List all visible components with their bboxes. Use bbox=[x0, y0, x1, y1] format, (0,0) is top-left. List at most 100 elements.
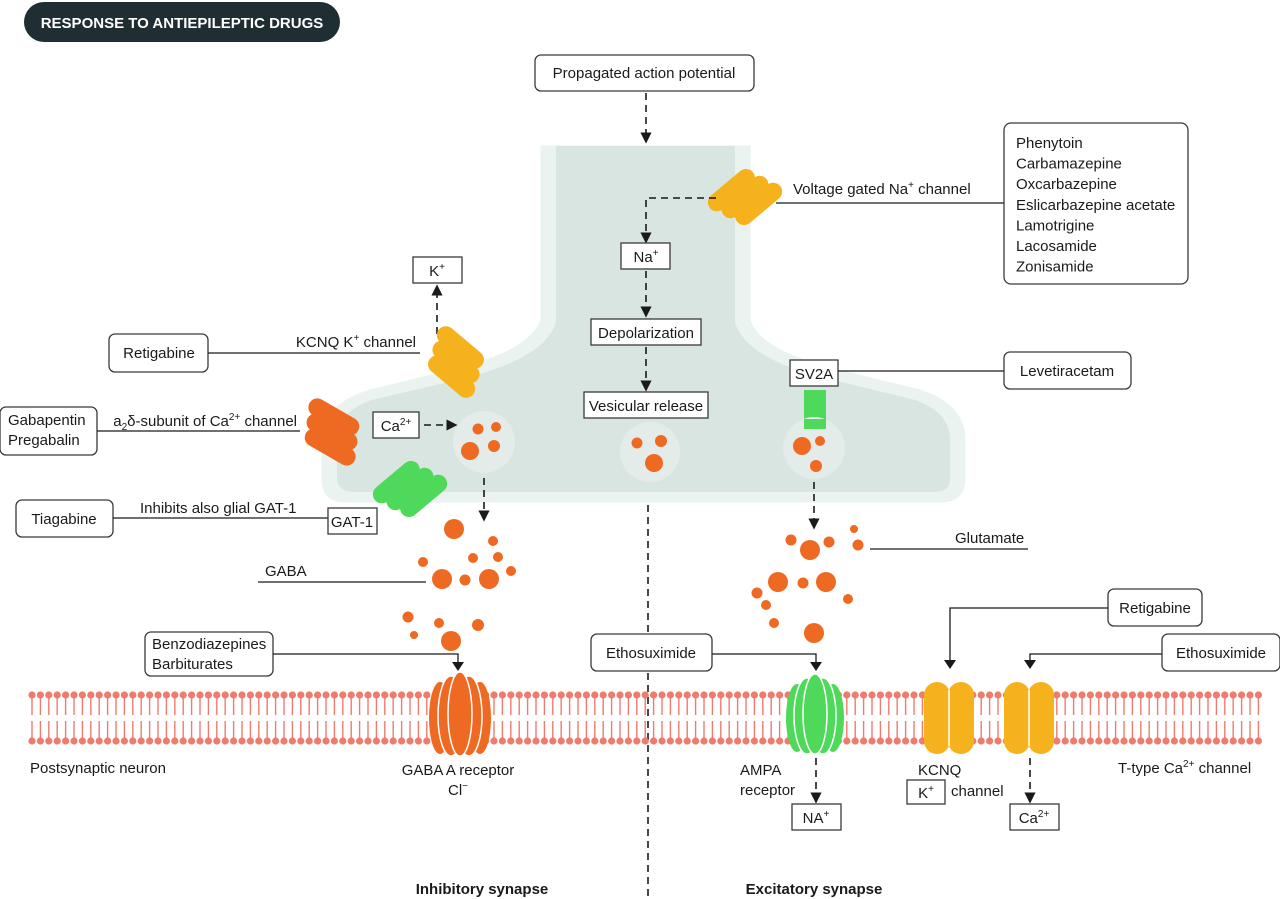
phospholipid bbox=[78, 691, 86, 745]
gaba-label: GABA bbox=[265, 563, 307, 580]
ethosuximide-ttype-label: Ethosuximide bbox=[1176, 645, 1266, 662]
phospholipid bbox=[599, 691, 607, 745]
phospholipid bbox=[423, 691, 431, 745]
phospholipid bbox=[507, 691, 515, 745]
phospholipid bbox=[347, 691, 355, 745]
phospholipid bbox=[692, 691, 700, 745]
kcnq-channel-post-label: channel bbox=[951, 783, 1004, 800]
barbiturates-label: Barbiturates bbox=[152, 656, 233, 673]
ethosuximide-ampa-box bbox=[590, 633, 713, 672]
phospholipid bbox=[162, 691, 170, 745]
phospholipid bbox=[314, 691, 322, 745]
title-banner: RESPONSE TO ANTIEPILEPTIC DRUGS bbox=[24, 2, 340, 42]
na-blockers-box bbox=[1003, 122, 1189, 285]
phospholipid bbox=[683, 691, 691, 745]
phospholipid bbox=[557, 691, 565, 745]
phospholipid bbox=[742, 691, 750, 745]
na-channel-icon bbox=[707, 168, 783, 226]
gaba-a-receptor-label: GABA A receptor bbox=[402, 762, 515, 779]
phospholipid bbox=[238, 691, 246, 745]
ca-out-label: Ca2+ bbox=[1019, 809, 1050, 827]
ethosuximide-ttype-box bbox=[1161, 633, 1280, 672]
phospholipid bbox=[414, 691, 422, 745]
phospholipid bbox=[574, 691, 582, 745]
postsynaptic-membrane bbox=[28, 691, 1262, 745]
na-ion-label: Na+ bbox=[633, 248, 658, 266]
phospholipid bbox=[120, 691, 128, 745]
phospholipid bbox=[1179, 691, 1187, 745]
ethosuximide-ttype-leader bbox=[1029, 653, 1162, 663]
phospholipid bbox=[381, 691, 389, 745]
phospholipid bbox=[498, 691, 506, 745]
phospholipid bbox=[1162, 691, 1170, 745]
phospholipid bbox=[372, 691, 380, 745]
k-ion-label: K+ bbox=[429, 262, 445, 280]
phospholipid bbox=[658, 691, 666, 745]
phospholipid bbox=[524, 691, 532, 745]
phospholipid bbox=[330, 691, 338, 745]
inhibitory-synapse-label: Inhibitory synapse bbox=[416, 881, 549, 898]
phospholipid bbox=[1120, 691, 1128, 745]
phospholipid bbox=[171, 691, 179, 745]
action-potential-box bbox=[534, 54, 755, 92]
glutamate-label: Glutamate bbox=[955, 530, 1024, 547]
phospholipid bbox=[650, 691, 658, 745]
na-blocker-item: Phenytoin bbox=[1016, 135, 1083, 152]
pregabalin-label: Pregabalin bbox=[8, 432, 80, 449]
phospholipid bbox=[154, 691, 162, 745]
k-ion-box bbox=[412, 256, 463, 284]
ttype-channel-icon bbox=[1004, 682, 1054, 754]
phospholipid bbox=[263, 691, 271, 745]
phospholipid bbox=[1221, 691, 1229, 745]
phospholipid bbox=[1204, 691, 1212, 745]
na-channel-label: Voltage gated Na+ channel bbox=[793, 180, 971, 198]
phospholipid bbox=[221, 691, 229, 745]
ethosuximide-ampa-label: Ethosuximide bbox=[606, 645, 696, 662]
phospholipid bbox=[532, 691, 540, 745]
phospholipid bbox=[843, 691, 851, 745]
ttype-label: T-type Ca2+ channel bbox=[1118, 759, 1251, 777]
gat1-icon bbox=[372, 460, 448, 518]
phospholipid bbox=[759, 691, 767, 745]
vesicle-glutamate bbox=[783, 417, 845, 479]
vesicle-gaba bbox=[453, 411, 515, 473]
phospholipid bbox=[868, 691, 876, 745]
benzodiazepines-label: Benzodiazepines bbox=[152, 636, 266, 653]
na-blocker-item: Zonisamide bbox=[1016, 259, 1094, 276]
phospholipid bbox=[280, 691, 288, 745]
phospholipid bbox=[288, 691, 296, 745]
kcnq-k-label: K+ bbox=[918, 784, 934, 802]
phospholipid bbox=[1095, 691, 1103, 745]
phospholipid bbox=[1238, 691, 1246, 745]
phospholipid bbox=[986, 691, 994, 745]
phospholipid bbox=[196, 691, 204, 745]
phospholipid bbox=[1078, 691, 1086, 745]
gaba-a-receptor-icon bbox=[429, 671, 491, 757]
phospholipid bbox=[45, 691, 53, 745]
phospholipid bbox=[1170, 691, 1178, 745]
action-potential-label: Propagated action potential bbox=[553, 65, 736, 82]
kcnq-post-icon bbox=[924, 682, 974, 754]
glutamate-particles bbox=[751, 525, 864, 643]
ampa-label-line1: AMPA bbox=[740, 762, 781, 779]
phospholipid bbox=[398, 691, 406, 745]
phospholipid bbox=[876, 691, 885, 745]
phospholipid bbox=[188, 691, 196, 745]
phospholipid bbox=[893, 691, 901, 745]
kcnq-post-label: KCNQ bbox=[918, 762, 961, 779]
phospholipid bbox=[717, 691, 725, 745]
phospholipid bbox=[767, 691, 775, 745]
phospholipid bbox=[230, 691, 238, 745]
na-blocker-item: Carbamazepine bbox=[1016, 156, 1122, 173]
phospholipid bbox=[750, 691, 759, 745]
phospholipid bbox=[910, 691, 918, 745]
phospholipid bbox=[515, 691, 523, 745]
tiagabine-label: Tiagabine bbox=[31, 511, 96, 528]
phospholipid bbox=[272, 691, 280, 745]
gat1-label: GAT-1 bbox=[331, 514, 373, 531]
ampa-receptor-icon bbox=[786, 673, 844, 755]
vesicle-center bbox=[620, 422, 680, 482]
ca-out-box bbox=[1009, 803, 1060, 831]
phospholipid bbox=[28, 691, 36, 745]
phospholipid bbox=[725, 691, 733, 745]
